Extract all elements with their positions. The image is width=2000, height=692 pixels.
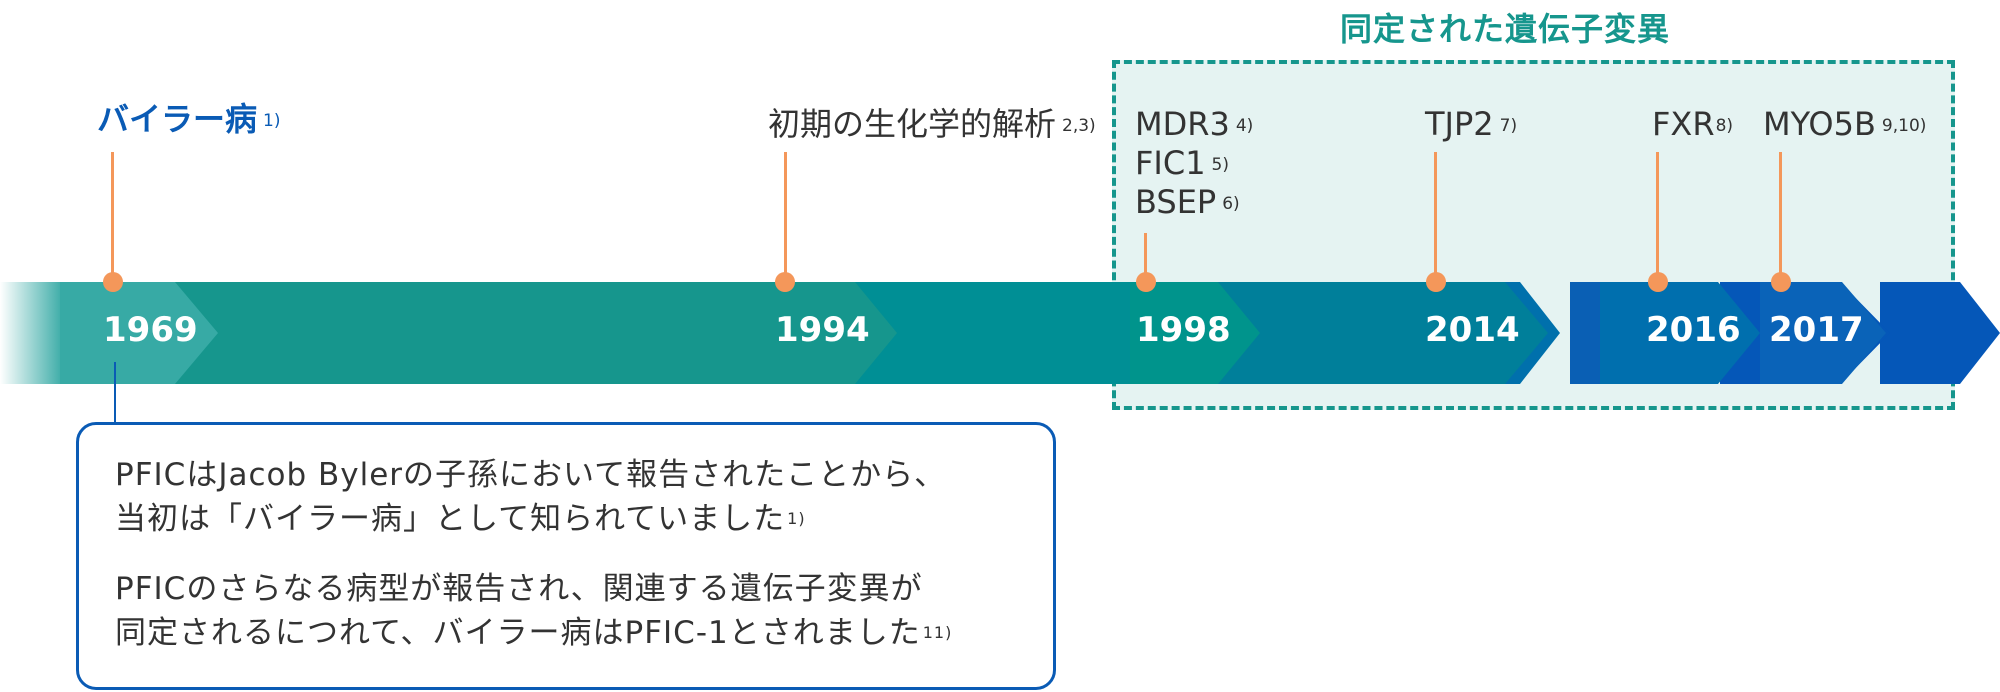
stem-2017 bbox=[1779, 152, 1782, 282]
biochem-ref: 2,3) bbox=[1062, 116, 1096, 136]
stem-2014 bbox=[1434, 152, 1437, 282]
myo5b-text: MYO5B bbox=[1763, 105, 1876, 143]
note-paragraph-2: PFICのさらなる病型が報告され、関連する遺伝子変異が 同定されるにつれて、バイ… bbox=[115, 567, 952, 655]
year-1998: 1998 bbox=[1136, 310, 1231, 350]
dot-2014 bbox=[1426, 272, 1446, 292]
fic1-ref: 5) bbox=[1211, 155, 1229, 175]
stem-1969 bbox=[111, 152, 114, 282]
tjp2-text: TJP2 bbox=[1425, 105, 1494, 143]
stem-2016 bbox=[1656, 152, 1659, 282]
byler-ref: 1) bbox=[263, 111, 281, 131]
stem-1998 bbox=[1144, 233, 1147, 282]
dot-2016 bbox=[1648, 272, 1668, 292]
band-segment-end bbox=[1880, 282, 2000, 384]
mdr3-text: MDR3 bbox=[1135, 105, 1230, 143]
note-p2-line2-text: 同定されるにつれて、バイラー病はPFIC-1とされました bbox=[115, 615, 921, 651]
note-p1-line1: PFICはJacob Bylerの子孫において報告されたことから、 bbox=[115, 457, 947, 493]
band-chevron-1998 bbox=[1130, 282, 1260, 384]
note-p1-ref: 1) bbox=[787, 509, 806, 528]
mdr3-ref: 4) bbox=[1235, 116, 1254, 136]
band-segment-1969 bbox=[60, 282, 218, 384]
gene-label-fxr: FXR8) bbox=[1652, 105, 1733, 143]
stem-1994 bbox=[784, 152, 787, 282]
note-p2-ref: 11) bbox=[922, 623, 953, 642]
band-chevron-2017 bbox=[1760, 282, 1886, 384]
band-segment-1994 bbox=[60, 282, 897, 384]
note-connector-line bbox=[114, 362, 116, 424]
note-callout: PFICはJacob Bylerの子孫において報告されたことから、 当初は「バイ… bbox=[76, 422, 1056, 690]
note-p1-line2-text: 当初は「バイラー病」として知られていました bbox=[115, 501, 786, 537]
tjp2-ref: 7) bbox=[1499, 116, 1518, 136]
band-fade-left bbox=[0, 282, 64, 384]
year-1969: 1969 bbox=[103, 310, 198, 350]
note-paragraph-1: PFICはJacob Bylerの子孫において報告されたことから、 当初は「バイ… bbox=[115, 453, 946, 541]
year-2014: 2014 bbox=[1425, 310, 1520, 350]
year-2016: 2016 bbox=[1646, 310, 1741, 350]
note-p2-line1: PFICのさらなる病型が報告され、関連する遺伝子変異が bbox=[115, 571, 923, 607]
dot-2017 bbox=[1771, 272, 1791, 292]
dot-1998 bbox=[1136, 272, 1156, 292]
bsep-ref: 6) bbox=[1222, 194, 1240, 214]
fic1-text: FIC1 bbox=[1135, 144, 1206, 182]
dot-1994 bbox=[775, 272, 795, 292]
bsep-text: BSEP bbox=[1135, 183, 1217, 221]
fxr-ref: 8) bbox=[1715, 116, 1734, 136]
year-1994: 1994 bbox=[775, 310, 870, 350]
fxr-text: FXR bbox=[1652, 105, 1715, 143]
year-2017: 2017 bbox=[1769, 310, 1864, 350]
biochem-label-text: 初期の生化学的解析 bbox=[768, 105, 1057, 143]
band-chevron-2014 bbox=[1400, 282, 1548, 384]
byler-label-text: バイラー病 bbox=[97, 100, 258, 138]
myo5b-ref: 9,10) bbox=[1881, 116, 1927, 136]
gene-section-title: 同定された遺伝子変異 bbox=[1340, 10, 1671, 48]
band-chevron-2016 bbox=[1600, 282, 1760, 384]
dot-1969 bbox=[103, 272, 123, 292]
